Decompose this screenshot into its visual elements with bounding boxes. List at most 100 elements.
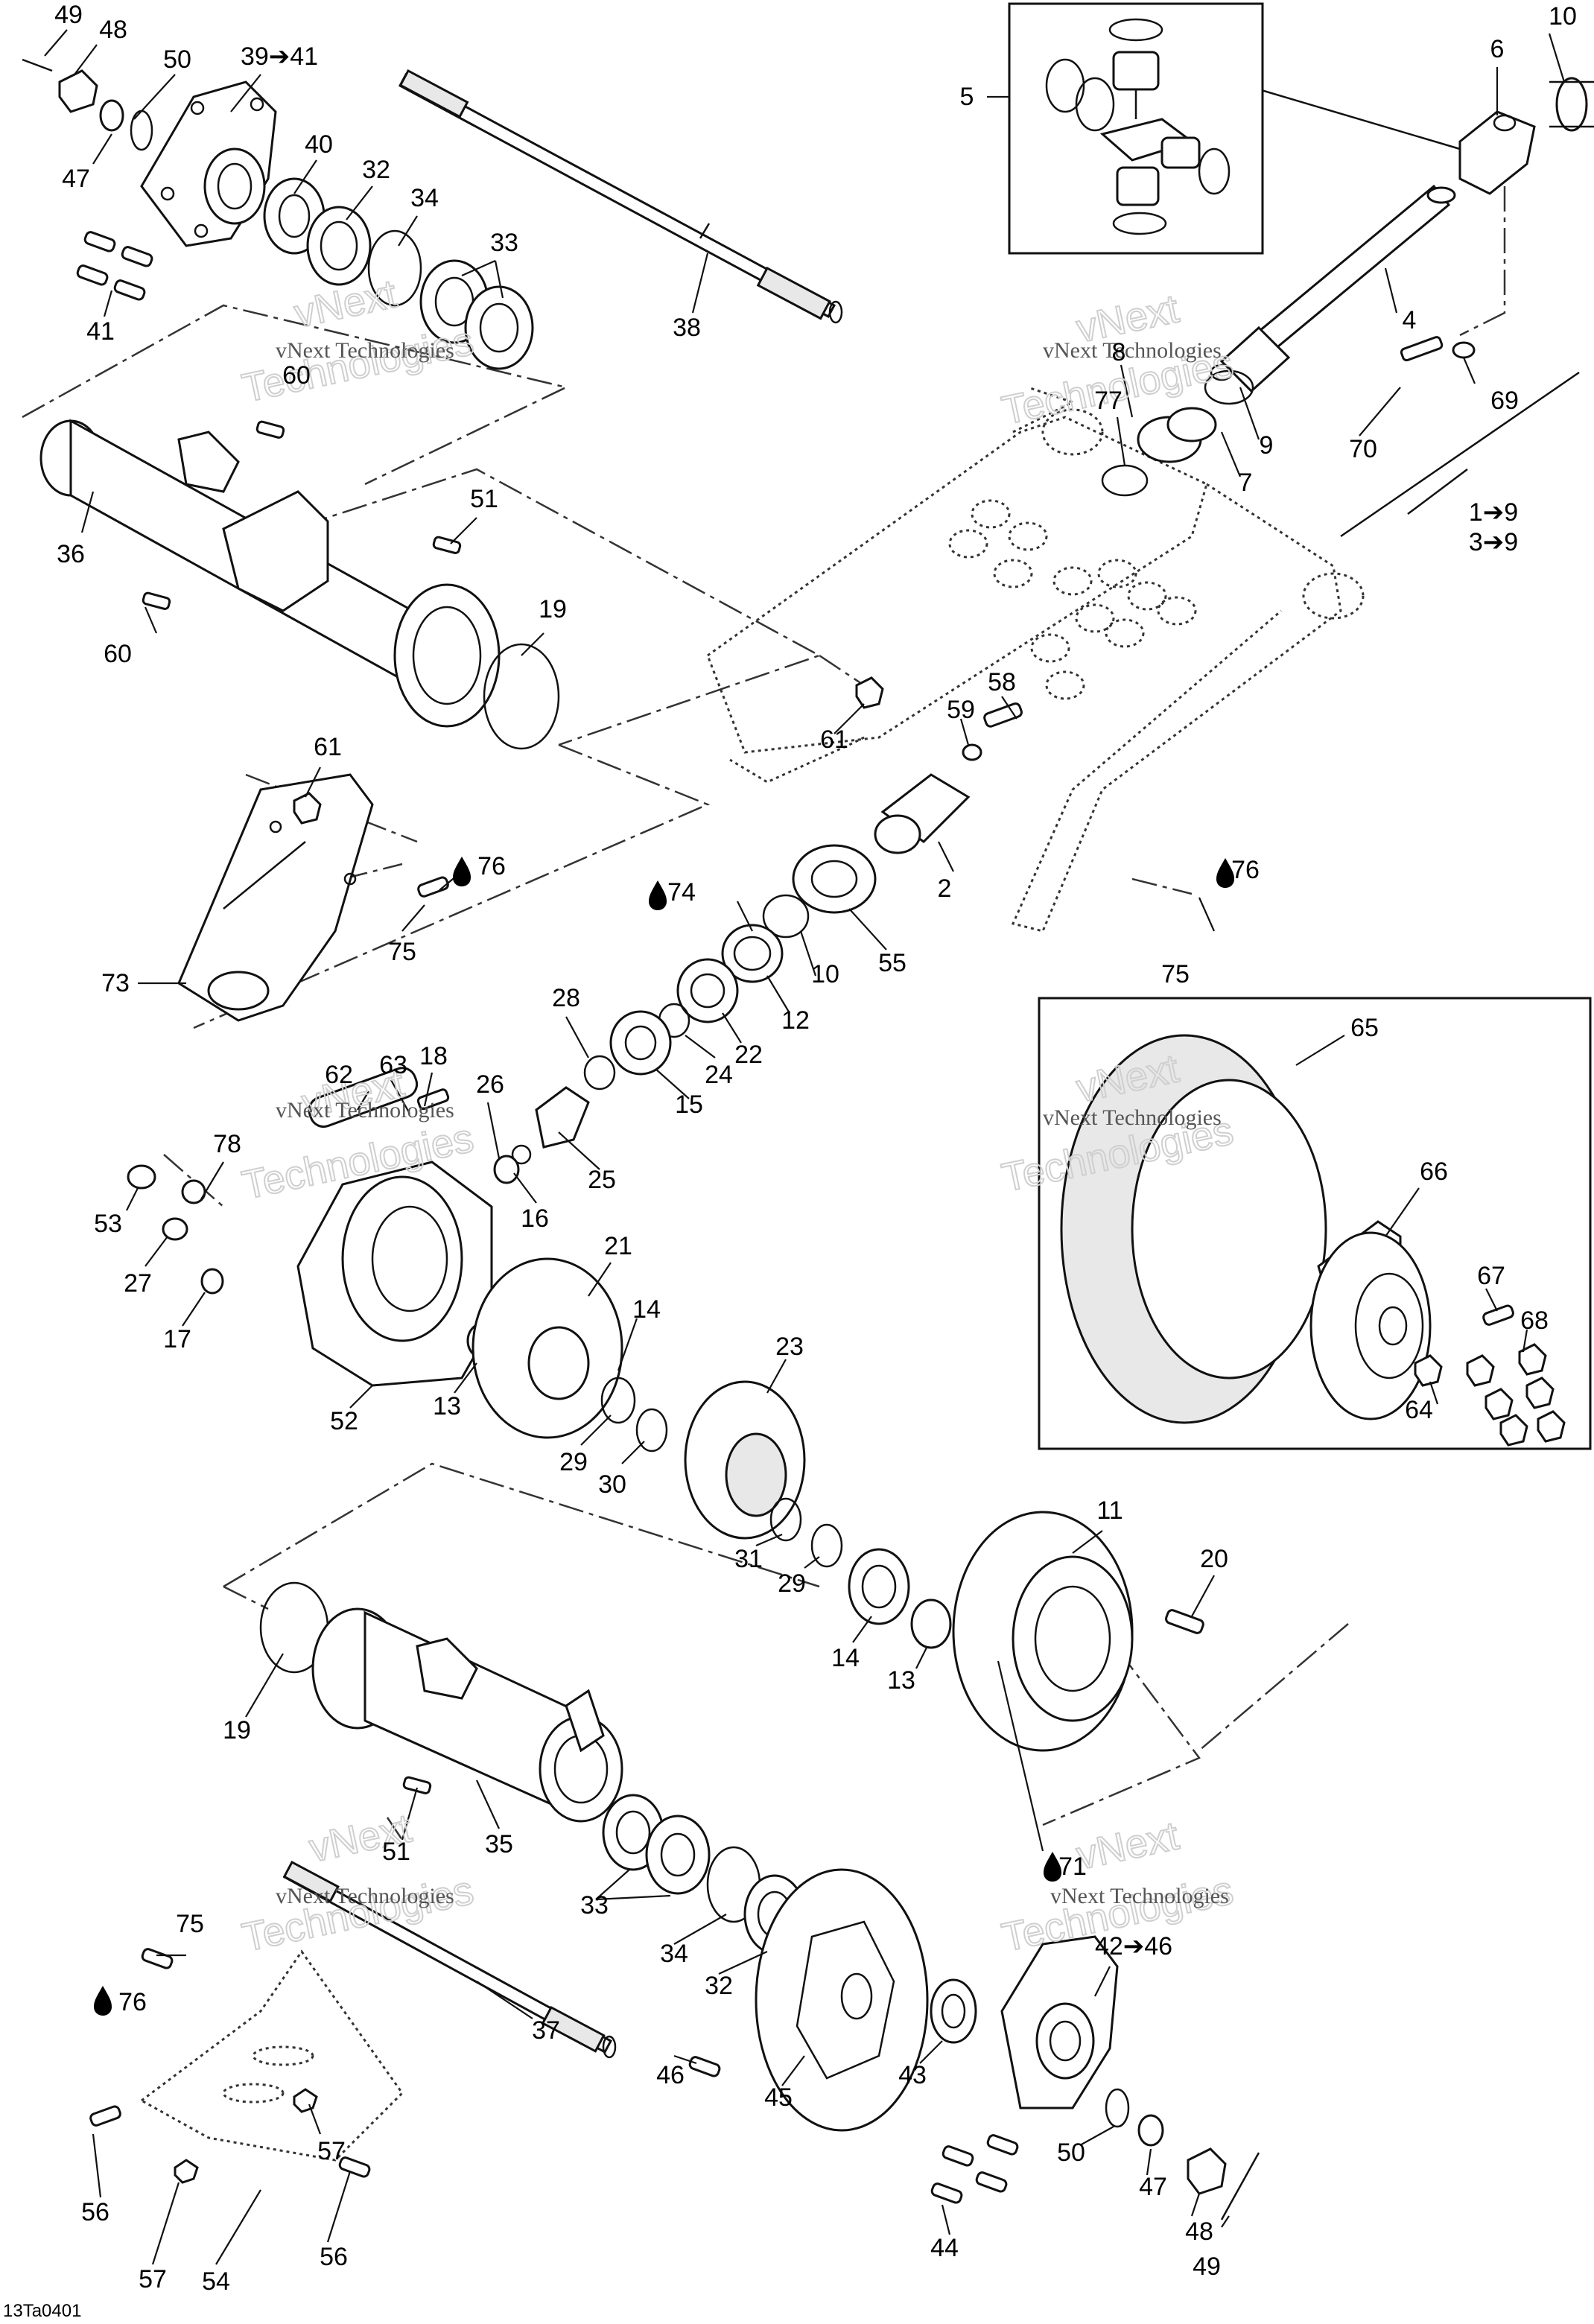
watermark-logo: vNext (1073, 1813, 1183, 1878)
axle-shaft-lower (282, 1860, 617, 2059)
wheel-tire-box (1038, 997, 1592, 1450)
callout-75: 75 (176, 1910, 204, 1938)
differential-housing (127, 1161, 668, 1452)
callout-55: 55 (878, 949, 906, 977)
callout-71: 71 (1058, 1852, 1087, 1881)
callout-3-9: 3➔9 (1469, 528, 1518, 556)
housing-cover (952, 1511, 1204, 1752)
callout-70: 70 (1349, 435, 1377, 463)
callout-9: 9 (1260, 431, 1274, 460)
callout-61: 61 (820, 726, 848, 754)
callout-46: 46 (656, 2061, 685, 2089)
callout-27: 27 (124, 1269, 152, 1298)
callout-54: 54 (202, 2267, 230, 2296)
callout-51: 51 (470, 485, 498, 513)
axle-shaft-upper (398, 69, 843, 324)
callout-31: 31 (734, 1545, 763, 1573)
callout-58: 58 (988, 668, 1016, 696)
callout-43: 43 (898, 2061, 927, 2089)
callout-41: 41 (86, 317, 115, 346)
callout-52: 52 (330, 1407, 358, 1435)
watermark-text: vNext Technologies (276, 1884, 454, 1908)
callout-47: 47 (62, 165, 90, 193)
lubricant-drop-icons (94, 857, 1234, 2016)
callout-6: 6 (1490, 35, 1505, 63)
callout-29: 29 (559, 1448, 588, 1476)
swing-arm-frame (706, 386, 1365, 933)
callout-24: 24 (705, 1061, 733, 1089)
callout-7: 7 (1239, 469, 1253, 497)
callout-33: 33 (580, 1891, 609, 1920)
callout-50: 50 (1057, 2139, 1085, 2167)
callout-36: 36 (57, 540, 85, 568)
callout-76: 76 (118, 1988, 147, 2016)
watermark-text: vNext Technologies (1050, 1884, 1229, 1908)
callout-29: 29 (778, 1569, 806, 1598)
watermark-text: vNext Technologies (276, 1098, 454, 1123)
callout-57: 57 (139, 2265, 167, 2293)
callout-20: 20 (1200, 1545, 1228, 1573)
callout-5: 5 (960, 83, 974, 111)
center-pinion-parts (308, 676, 1023, 1184)
watermark-text: vNext Technologies (1043, 1105, 1222, 1130)
skid-guard (89, 1948, 404, 2184)
callout-44: 44 (930, 2234, 959, 2262)
callout-48: 48 (1185, 2217, 1213, 2246)
watermark-text: vNext Technologies (1043, 338, 1222, 363)
callout-65: 65 (1350, 1014, 1379, 1042)
callout-34: 34 (660, 1940, 688, 1968)
callout-32: 32 (705, 1972, 733, 2000)
brake-disc-and-hub (688, 1868, 1260, 2220)
callout-35: 35 (485, 1830, 513, 1858)
callout-42-46: 42➔46 (1095, 1932, 1172, 1961)
callout-60: 60 (104, 640, 132, 668)
callout-labels: 49 48 50 39➔41 47 40 32 34 33 41 38 60 3… (54, 1, 1577, 2296)
callout-12: 12 (781, 1006, 810, 1035)
diagram-code: 13Ta0401 (3, 2301, 81, 2321)
callout-38: 38 (673, 314, 701, 342)
callout-66: 66 (1420, 1158, 1448, 1186)
lower-axle-housing (259, 1581, 806, 1955)
callout-50: 50 (163, 45, 191, 74)
callout-4: 4 (1403, 306, 1417, 334)
callout-10: 10 (1549, 2, 1577, 31)
callout-76: 76 (477, 852, 506, 880)
callout-21: 21 (604, 1232, 632, 1260)
callout-73: 73 (101, 969, 130, 997)
callout-26: 26 (476, 1070, 504, 1099)
u-joint-kit-box (1008, 2, 1264, 255)
callout-19: 19 (539, 595, 567, 623)
callout-56: 56 (81, 2198, 109, 2226)
callout-49: 49 (54, 1, 83, 29)
callout-37: 37 (532, 2016, 560, 2045)
callout-56: 56 (320, 2243, 348, 2271)
oil-drop-icon (1216, 858, 1234, 888)
oil-drop-icon (1044, 1852, 1061, 1882)
callout-51: 51 (382, 1838, 410, 1866)
callout-47: 47 (1139, 2173, 1167, 2201)
callout-78: 78 (213, 1130, 241, 1158)
callout-48: 48 (99, 16, 127, 44)
callout-77: 77 (1094, 387, 1123, 415)
callout-2: 2 (938, 874, 952, 903)
callout-18: 18 (419, 1042, 448, 1070)
callout-28: 28 (552, 984, 580, 1012)
callout-74: 74 (667, 878, 696, 907)
callout-1-9: 1➔9 (1469, 498, 1518, 527)
callout-75: 75 (1161, 960, 1190, 988)
callout-15: 15 (675, 1090, 703, 1119)
watermark-logo: Technologies (238, 1868, 477, 1961)
callout-22: 22 (734, 1041, 763, 1069)
callout-17: 17 (163, 1325, 191, 1353)
callout-63: 63 (379, 1051, 407, 1079)
leader-lines (44, 29, 1566, 2265)
callout-11: 11 (1096, 1496, 1123, 1525)
callout-40: 40 (305, 130, 333, 159)
callout-13: 13 (433, 1392, 461, 1420)
upper-axle-housing (39, 419, 560, 750)
watermark-logo: Technologies (238, 319, 477, 411)
callout-23: 23 (775, 1333, 804, 1361)
oil-drop-icon (94, 1986, 112, 2016)
suspension-bracket (177, 773, 449, 1022)
